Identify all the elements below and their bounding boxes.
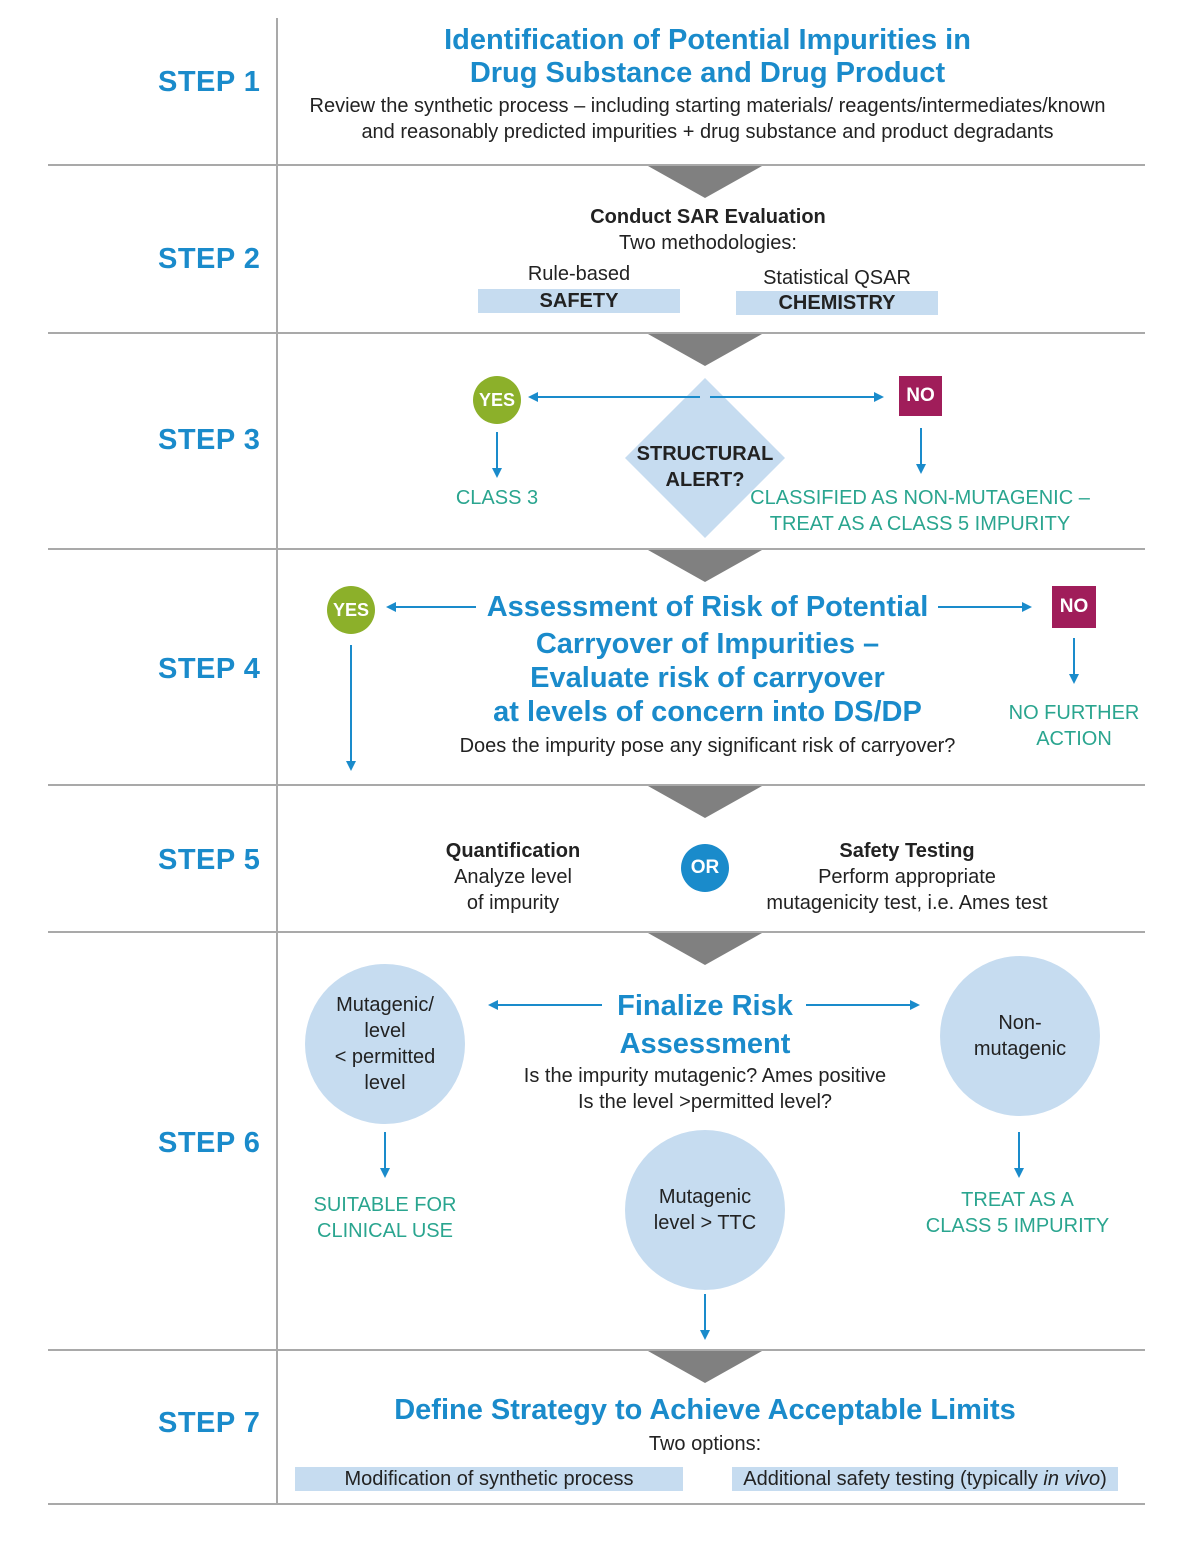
step-1-label: STEP 1 — [158, 66, 261, 98]
mutagenic-permitted-line-2: level — [364, 1020, 406, 1042]
column-divider — [276, 18, 278, 1504]
finalize-risk-question-line-1: Is the impurity mutagenic? Ames positive — [523, 1065, 887, 1087]
step-4-yes-badge: YES — [327, 586, 375, 634]
step-1-title-line-1: Identification of Potential Impurities i… — [444, 24, 971, 56]
mutagenic-permitted-line-4: level — [364, 1072, 406, 1094]
treat-as-class-5-result: TREAT AS A CLASS 5 IMPURITY — [915, 1187, 1120, 1239]
no-further-action-line-1: NO FURTHER — [1008, 702, 1140, 724]
or-badge: OR — [681, 844, 729, 892]
mutagenic-permitted-circle: Mutagenic/ level < permitted level — [305, 964, 465, 1124]
structural-alert-line-1: STRUCTURAL — [636, 443, 774, 465]
no-further-action-line-2: ACTION — [1036, 728, 1112, 750]
mutagenic-permitted-line-3: < permitted — [334, 1046, 436, 1068]
define-strategy-title: Define Strategy to Achieve Acceptable Li… — [394, 1394, 1016, 1426]
option-additional-testing-suffix: ) — [1100, 1468, 1107, 1490]
sar-heading: Conduct SAR Evaluation — [590, 206, 826, 228]
carryover-title-line-3: Evaluate risk of carryover — [530, 662, 885, 694]
non-mutagenic-result-line-1: CLASSIFIED AS NON-MUTAGENIC – — [750, 487, 1090, 509]
quantification-line-1: Analyze level — [454, 866, 572, 888]
structural-alert-line-2: ALERT? — [665, 469, 745, 491]
treat-class-5-line-2: CLASS 5 IMPURITY — [925, 1215, 1110, 1237]
non-mutagenic-line-1: Non- — [998, 1012, 1042, 1034]
carryover-title: Assessment of Risk of Potential Carryove… — [440, 590, 975, 729]
quantification-line-2: of impurity — [466, 892, 560, 914]
chevron-down-icon — [648, 1351, 762, 1383]
class-3-result: CLASS 3 — [455, 487, 539, 509]
row-divider-5 — [48, 931, 1145, 933]
finalize-risk-title-line-2: Assessment — [619, 1028, 791, 1060]
step-2-label: STEP 2 — [158, 243, 261, 275]
chevron-down-icon — [648, 786, 762, 818]
option-modification-bar: Modification of synthetic process — [295, 1467, 683, 1491]
chevron-down-icon — [648, 933, 762, 965]
non-mutagenic-circle: Non- mutagenic — [940, 956, 1100, 1116]
step-7-label: STEP 7 — [158, 1407, 261, 1439]
suitable-line-1: SUITABLE FOR — [313, 1194, 457, 1216]
row-divider-4 — [48, 784, 1145, 786]
carryover-title-line-2: Carryover of Impurities – — [535, 628, 880, 660]
carryover-question: Does the impurity pose any significant r… — [459, 735, 956, 757]
finalize-risk-title: Finalize Risk Assessment — [555, 987, 855, 1063]
mutagenic-ttc-circle: Mutagenic level > TTC — [625, 1130, 785, 1290]
suitable-for-clinical-use-result: SUITABLE FOR CLINICAL USE — [295, 1192, 475, 1244]
option-additional-testing-italic: in vivo — [1043, 1468, 1101, 1490]
structural-alert-diamond — [625, 378, 785, 538]
row-divider-6 — [48, 1349, 1145, 1351]
structural-alert-text: STRUCTURAL ALERT? — [625, 441, 785, 493]
two-options-label: Two options: — [648, 1433, 762, 1455]
option-additional-testing-prefix: Additional safety testing (typically — [743, 1468, 1044, 1490]
mutagenic-ttc-line-1: Mutagenic — [658, 1186, 752, 1208]
safety-testing-line-2: mutagenicity test, i.e. Ames test — [766, 892, 1048, 914]
option-additional-testing-bar: Additional safety testing (typically in … — [732, 1467, 1118, 1491]
finalize-risk-title-line-1: Finalize Risk — [617, 990, 793, 1022]
finalize-risk-question: Is the impurity mutagenic? Ames positive… — [480, 1063, 930, 1115]
non-mutagenic-result-line-2: TREAT AS A CLASS 5 IMPURITY — [769, 513, 1071, 535]
step-1-description: Review the synthetic process – including… — [280, 93, 1135, 145]
diamond-shape — [625, 378, 785, 538]
carryover-title-line-4: at levels of concern into DS/DP — [493, 696, 922, 728]
row-divider-1 — [48, 164, 1145, 166]
quantification-block: Quantification Analyze level of impurity — [413, 838, 613, 916]
step-3-yes-badge: YES — [473, 376, 521, 424]
step-5-label: STEP 5 — [158, 844, 261, 876]
row-divider-7 — [48, 1503, 1145, 1505]
step-1-title: Identification of Potential Impurities i… — [280, 24, 1135, 90]
statistical-qsar-label: Statistical QSAR — [763, 267, 911, 289]
sar-subheading: Two methodologies: — [619, 232, 797, 254]
step-3-label: STEP 3 — [158, 424, 261, 456]
non-mutagenic-line-2: mutagenic — [973, 1038, 1067, 1060]
step-1-title-line-2: Drug Substance and Drug Product — [469, 57, 946, 89]
non-mutagenic-result: CLASSIFIED AS NON-MUTAGENIC – TREAT AS A… — [740, 485, 1100, 537]
no-further-action-result: NO FURTHER ACTION — [1004, 700, 1144, 752]
chevron-down-icon — [648, 166, 762, 198]
chevron-down-icon — [648, 334, 762, 366]
row-divider-2 — [48, 332, 1145, 334]
row-divider-3 — [48, 548, 1145, 550]
step-6-label: STEP 6 — [158, 1127, 261, 1159]
treat-class-5-line-1: TREAT AS A — [961, 1189, 1074, 1211]
safety-testing-block: Safety Testing Perform appropriate mutag… — [747, 838, 1067, 916]
safety-testing-line-1: Perform appropriate — [818, 866, 996, 888]
suitable-line-2: CLINICAL USE — [317, 1220, 453, 1242]
step-3-no-badge: NO — [899, 376, 942, 416]
chemistry-bar: CHEMISTRY — [736, 291, 938, 315]
quantification-heading: Quantification — [445, 840, 581, 862]
step-4-no-badge: NO — [1052, 586, 1096, 628]
mutagenic-permitted-line-1: Mutagenic/ — [336, 994, 434, 1016]
safety-testing-heading: Safety Testing — [839, 840, 975, 862]
step-1-description-line-2: and reasonably predicted impurities + dr… — [361, 121, 1054, 143]
safety-bar: SAFETY — [478, 289, 680, 313]
mutagenic-ttc-line-2: level > TTC — [653, 1212, 757, 1234]
step-4-label: STEP 4 — [158, 653, 261, 685]
chevron-down-icon — [648, 550, 762, 582]
carryover-title-line-1: Assessment of Risk of Potential — [486, 591, 929, 623]
finalize-risk-question-line-2: Is the level >permitted level? — [577, 1091, 833, 1113]
step-1-description-line-1: Review the synthetic process – including… — [309, 95, 1106, 117]
rule-based-label: Rule-based — [527, 263, 631, 285]
